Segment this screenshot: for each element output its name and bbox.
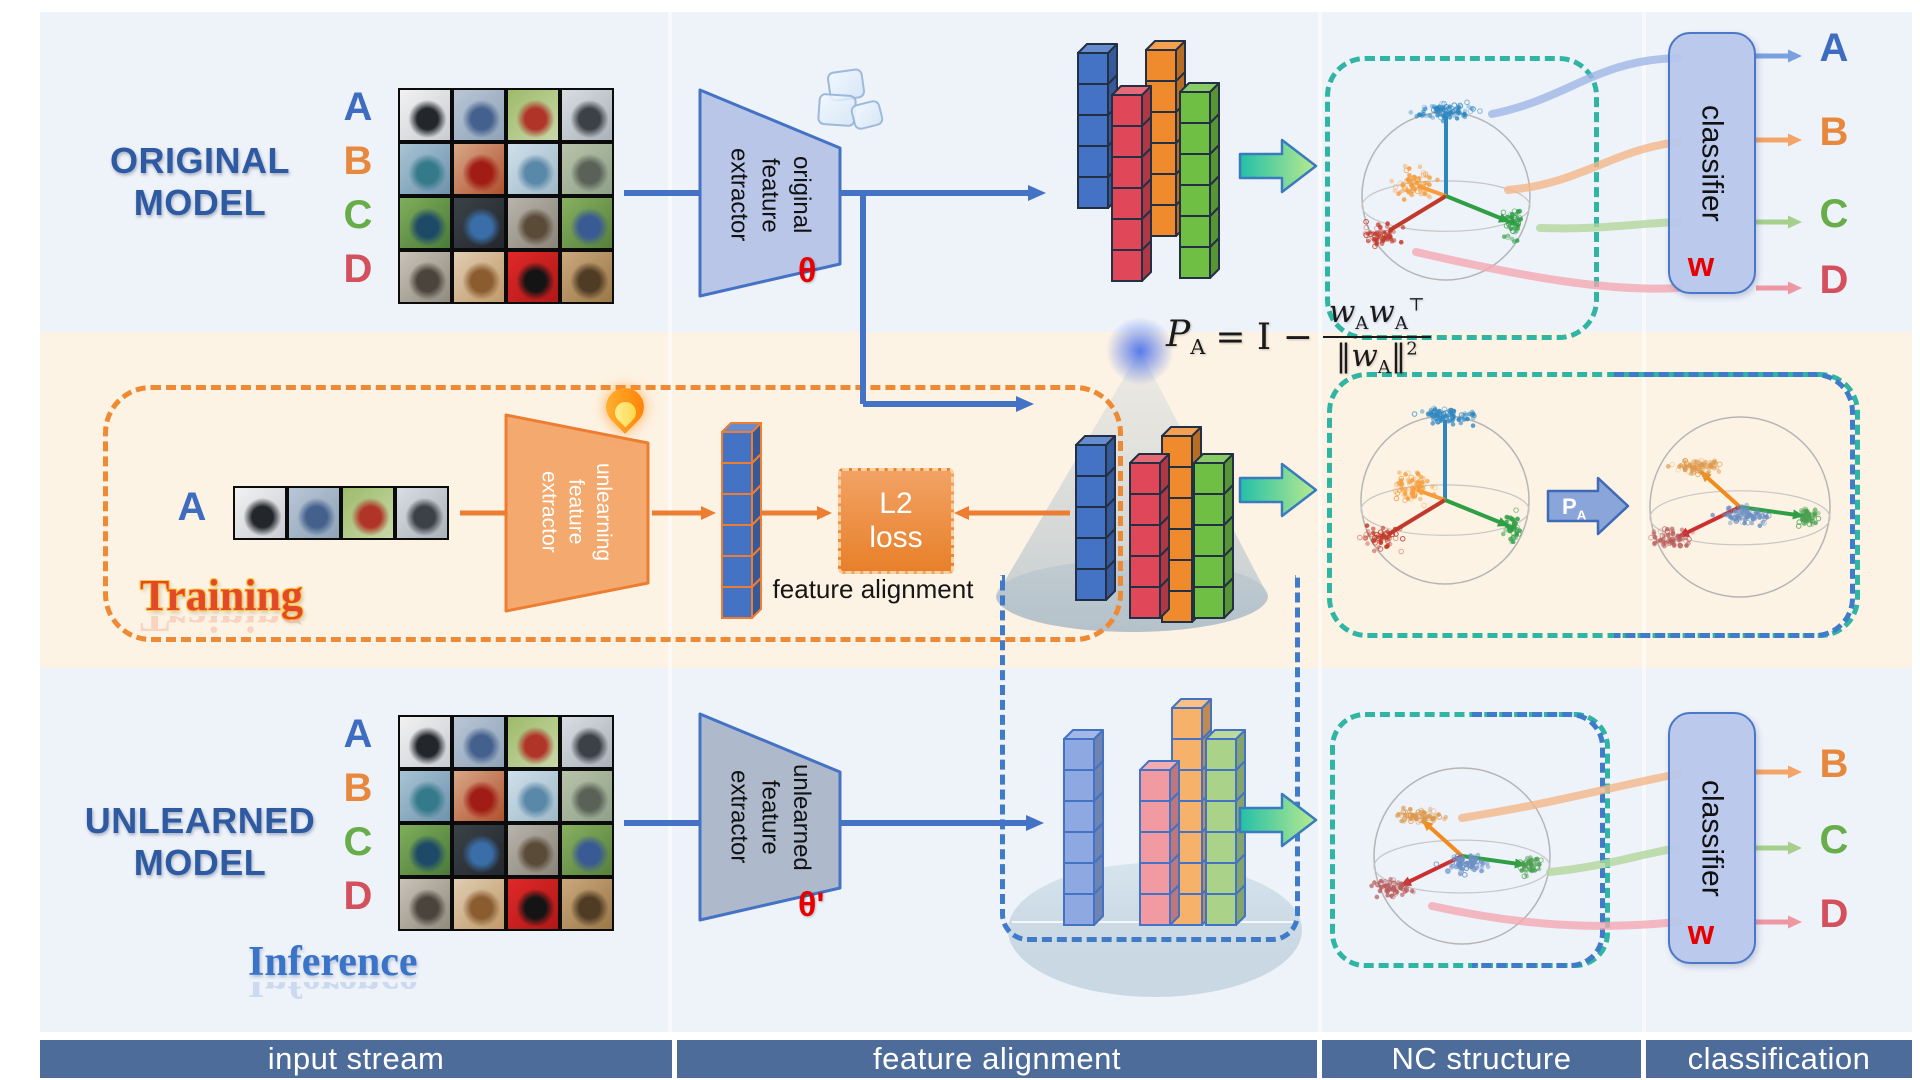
stage-input-stream: input stream [40, 1040, 672, 1078]
column-separator [1318, 12, 1322, 1032]
image-tile-C-birds [506, 823, 560, 877]
classifier-box-unlearned: classifier [1668, 712, 1756, 964]
classifier-weight-original: w [1687, 246, 1715, 284]
theta-prime-param: θ' [798, 886, 825, 924]
image-tile-A-airplanes [452, 715, 506, 769]
image-tile-A-airplanes [341, 486, 395, 540]
image-tile-D-cats [398, 250, 452, 304]
image-tile-A-airplanes [452, 88, 506, 142]
band-original-model [40, 12, 1912, 332]
input-class-B-unlearned: B [343, 766, 373, 810]
output-class-D-original: D [1819, 258, 1849, 302]
image-tile-C-birds [398, 196, 452, 250]
stage-bar: input stream feature alignment NC struct… [40, 1040, 1912, 1078]
image-tile-C-birds [506, 196, 560, 250]
image-tile-B-cars [452, 142, 506, 196]
output-class-B-unlearned: B [1819, 742, 1849, 786]
image-tile-A-airplanes [398, 88, 452, 142]
nc-structure-box-unlearned [1330, 712, 1610, 968]
output-class-C-unlearned: C [1819, 818, 1849, 862]
image-tile-B-cars [398, 142, 452, 196]
image-tile-C-birds [560, 823, 614, 877]
image-tile-D-cats [506, 877, 560, 931]
image-tile-B-cars [560, 769, 614, 823]
inference-label: Inference [248, 939, 418, 985]
unlearning-extractor-label: unlearning feature extractor [537, 462, 615, 562]
image-tile-A-airplanes [233, 486, 287, 540]
image-tile-A-airplanes [506, 88, 560, 142]
input-image-grid-original [398, 88, 614, 304]
image-tile-C-birds [398, 823, 452, 877]
unlearned-model-title: UNLEARNED MODEL [84, 800, 316, 884]
feature-alignment-link-box [1000, 575, 1300, 942]
stage-nc-structure: NC structure [1322, 1040, 1641, 1078]
nc-structure-box-projection [1327, 372, 1860, 638]
fire-icon [598, 380, 652, 442]
output-class-D-unlearned: D [1819, 892, 1849, 936]
image-tile-B-cars [398, 769, 452, 823]
ice-cubes-icon [814, 67, 894, 140]
image-tile-C-birds [452, 196, 506, 250]
classifier-label: classifier [1695, 779, 1729, 897]
feature-alignment-caption: feature alignment [772, 574, 974, 604]
image-tile-D-cats [506, 250, 560, 304]
image-tile-C-birds [560, 196, 614, 250]
nc-structure-box-projection-right [1614, 372, 1855, 638]
input-class-A-original: A [343, 85, 373, 129]
image-tile-D-cats [452, 250, 506, 304]
image-tile-B-cars [560, 142, 614, 196]
theta-param: θ [798, 252, 817, 290]
column-separator [668, 12, 672, 1032]
input-class-C-original: C [343, 193, 373, 237]
l2-loss-box: L2 loss [838, 468, 954, 574]
image-tile-B-cars [506, 769, 560, 823]
image-tile-B-cars [506, 142, 560, 196]
nc-structure-box-unlearned-right [1472, 712, 1605, 968]
input-class-B-original: B [343, 139, 373, 183]
input-image-grid-unlearned [398, 715, 614, 931]
image-tile-B-cars [452, 769, 506, 823]
pa-projection-arrow-label: PA [1562, 494, 1587, 523]
image-tile-A-airplanes [560, 715, 614, 769]
image-tile-A-airplanes [506, 715, 560, 769]
forget-class-label: A [177, 485, 207, 529]
column-separator [1642, 12, 1646, 1032]
training-region-label: Training [140, 571, 304, 620]
unlearned-extractor-label: unlearned feature extractor [725, 763, 815, 871]
classifier-label: classifier [1695, 104, 1729, 222]
classifier-weight-unlearned: w [1687, 914, 1715, 952]
training-region-label-reflection: Training [140, 616, 304, 641]
image-tile-A-airplanes [395, 486, 449, 540]
input-class-D-unlearned: D [343, 874, 373, 918]
image-tile-D-cats [560, 250, 614, 304]
nc-structure-box-original [1325, 56, 1599, 340]
inference-label-reflection: Inference [248, 982, 418, 1005]
stage-feature-alignment: feature alignment [677, 1040, 1317, 1078]
image-tile-A-airplanes [287, 486, 341, 540]
output-class-A-original: A [1819, 26, 1849, 70]
input-class-A-unlearned: A [343, 712, 373, 756]
output-class-C-original: C [1819, 192, 1849, 236]
image-tile-A-airplanes [398, 715, 452, 769]
image-tile-D-cats [560, 877, 614, 931]
stage-classification: classification [1646, 1040, 1912, 1078]
input-class-D-original: D [343, 247, 373, 291]
input-class-C-unlearned: C [343, 820, 373, 864]
image-tile-C-birds [452, 823, 506, 877]
classifier-box-original: classifier [1668, 32, 1756, 294]
original-model-title: ORIGINAL MODEL [110, 140, 290, 224]
forget-class-image-row [233, 486, 449, 540]
image-tile-D-cats [398, 877, 452, 931]
output-class-B-original: B [1819, 110, 1849, 154]
image-tile-A-airplanes [560, 88, 614, 142]
image-tile-D-cats [452, 877, 506, 931]
projection-formula: PA = I − wAwA⊤ ‖wA‖2 [1166, 296, 1431, 378]
